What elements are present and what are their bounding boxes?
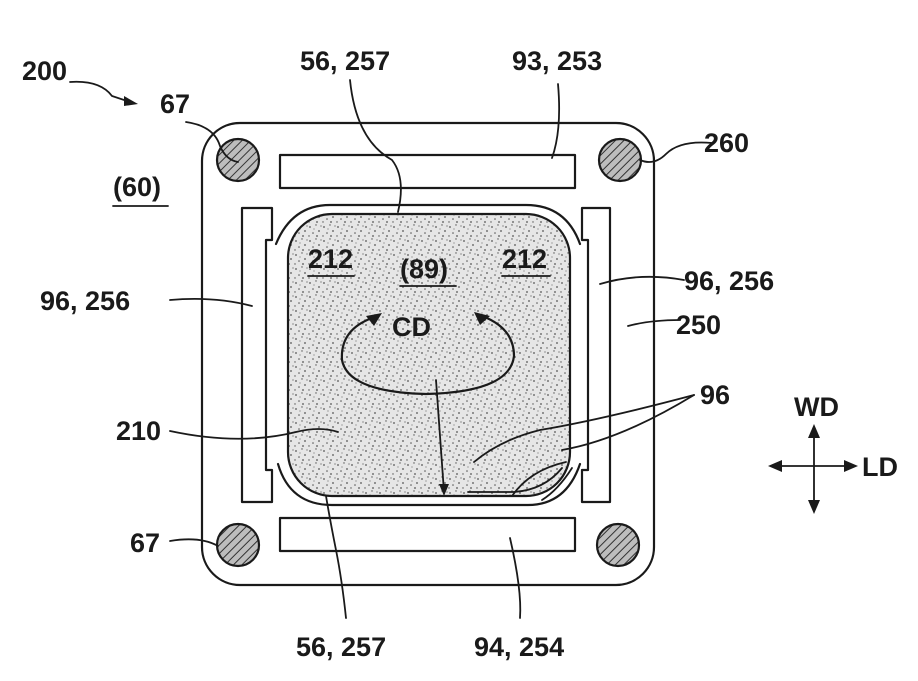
leader-200 [70,82,130,102]
label-cd: CD [392,312,431,342]
label-ld: LD [862,452,898,482]
ld-arrowhead-right [844,460,858,472]
label-top-seal: 56, 257 [300,46,390,76]
bottom-slot [280,518,575,551]
pin-top-right [599,139,641,181]
label-right-slot: 96, 256 [684,266,774,296]
label-bottom-seal: 56, 257 [296,632,386,662]
label-212-right: 212 [502,244,547,274]
leader-top-seal [350,80,401,212]
label-67-top: 67 [160,89,190,119]
label-260: 260 [704,128,749,158]
right-slot [582,208,610,502]
pin-bottom-right [597,524,639,566]
leader-bottom-seal [326,496,346,618]
label-left-slot: 96, 256 [40,286,130,316]
leader-right-slot [600,277,684,284]
leader-67-bottom [170,539,218,546]
leader-200-head [124,96,138,106]
leader-left-slot [170,299,252,306]
label-89: (89) [400,254,448,284]
label-210: 210 [116,416,161,446]
label-top-slot: 93, 253 [512,46,602,76]
pin-top-left [217,139,259,181]
ld-arrowhead-left [768,460,782,472]
label-250: 250 [676,310,721,340]
leader-top-slot [552,84,559,158]
top-slot [280,155,575,188]
label-200: 200 [22,56,67,86]
wd-arrowhead-down [808,500,820,514]
pin-bottom-left [217,524,259,566]
label-212-left: 212 [308,244,353,274]
label-60: (60) [113,172,161,202]
label-96: 96 [700,380,730,410]
left-slot [242,208,272,502]
label-67-bottom: 67 [130,528,160,558]
label-bottom-slot: 94, 254 [474,632,564,662]
label-wd: WD [794,392,839,422]
wd-arrowhead-up [808,424,820,438]
